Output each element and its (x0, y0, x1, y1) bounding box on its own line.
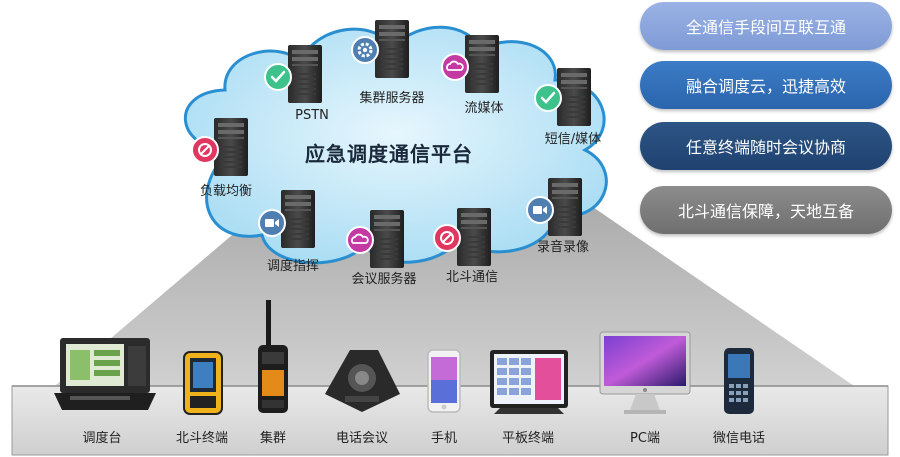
server-tower-icon (288, 45, 322, 103)
device-pc-monitor (599, 331, 691, 414)
server-tower-icon (281, 190, 315, 248)
server-tower-icon (557, 68, 591, 126)
block-badge-icon (191, 136, 219, 164)
server-tower-icon (214, 118, 248, 176)
node-label-dispatch-command: 调度指挥 (266, 259, 320, 274)
status-badges (191, 36, 562, 254)
server-tower-icon (375, 20, 409, 78)
device-tablet-terminal (490, 350, 568, 414)
feature-pill-dispatch-cloud: 融合调度云，迅捷高效 (640, 61, 892, 109)
platform-title: 应急调度通信平台 (305, 142, 473, 166)
device-label-wechat-phone: 微信电话 (712, 431, 766, 446)
node-label-pstn: PSTN (295, 108, 329, 123)
server-tower-icon (465, 35, 499, 93)
device-conference-phone (325, 350, 400, 412)
node-label-beidou-comm: 北斗通信 (445, 270, 499, 285)
feature-pill-conference: 任意终端随时会议协商 (640, 122, 892, 170)
video-badge-icon (258, 209, 286, 237)
node-label-conference-server: 会议服务器 (351, 272, 417, 287)
server-tower-icon (370, 210, 404, 268)
node-label-trunking-server: 集群服务器 (359, 91, 425, 106)
gear-badge-icon (351, 36, 379, 64)
node-label-recording: 录音录像 (536, 240, 590, 255)
block-badge-icon (433, 224, 461, 252)
device-label-pc: PC端 (630, 431, 660, 446)
device-wechat-phone (724, 348, 754, 414)
device-label-trunking: 集群 (259, 431, 287, 446)
feature-pill-beidou: 北斗通信保障，天地互备 (640, 186, 892, 234)
node-label-load-balancer: 负载均衡 (199, 184, 253, 199)
cloud-badge-icon (441, 53, 469, 81)
device-label-beidou-terminal: 北斗终端 (175, 431, 229, 446)
device-dispatch-console (54, 338, 156, 410)
video-badge-icon (526, 196, 554, 224)
feature-pill-interconnect: 全通信手段间互联互通 (640, 2, 892, 50)
server-tower-icon (548, 178, 582, 236)
check-badge-icon (534, 84, 562, 112)
node-label-sms-media: 短信/媒体 (544, 132, 602, 147)
node-label-streaming: 流媒体 (464, 101, 504, 116)
device-label-mobile: 手机 (430, 431, 458, 446)
device-label-dispatch-console: 调度台 (82, 431, 122, 446)
cloud-badge-icon (346, 226, 374, 254)
device-label-tablet: 平板终端 (501, 431, 555, 446)
server-tower-icon (457, 208, 491, 266)
device-trunking-radio (258, 300, 288, 413)
device-label-conference-phone: 电话会议 (335, 431, 389, 446)
device-mobile-phone (427, 349, 461, 413)
server-towers (214, 20, 591, 268)
check-badge-icon (264, 63, 292, 91)
device-beidou-terminal (183, 351, 223, 415)
